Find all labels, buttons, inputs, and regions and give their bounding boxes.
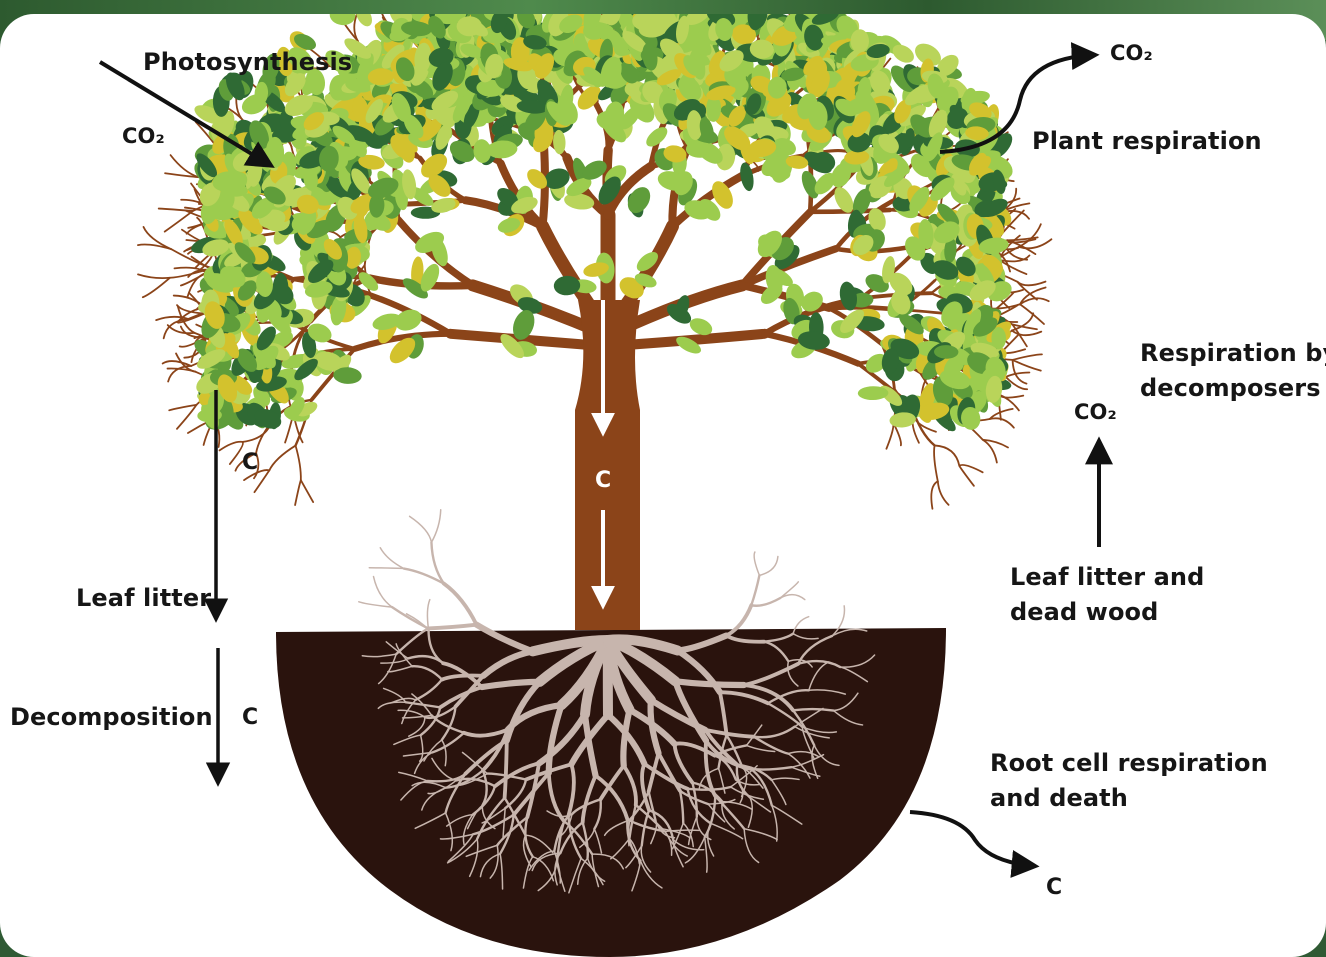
plant-respiration-label: Plant respiration <box>1032 123 1262 159</box>
branch <box>959 466 974 486</box>
leaf <box>851 29 869 53</box>
root <box>505 741 507 798</box>
root <box>369 568 404 569</box>
branch <box>220 442 243 451</box>
respiration-by-decomposers-line2: decomposers <box>1140 370 1321 406</box>
diagram-card: Photosynthesis CO₂ CO₂ Plant respiration… <box>0 14 1326 957</box>
leaf <box>858 386 889 400</box>
respiration-by-decomposers-line1: Respiration by <box>1140 335 1326 371</box>
root <box>754 552 759 575</box>
branch <box>931 481 937 508</box>
branch <box>886 423 893 449</box>
leaf <box>457 16 482 36</box>
branch <box>935 445 960 465</box>
root <box>410 516 432 542</box>
root <box>431 510 440 543</box>
branch <box>1013 354 1042 360</box>
co2-decomposers-label: CO₂ <box>1074 394 1117 430</box>
leaf-litter-dead-wood-line1: Leaf litter and <box>1010 559 1204 595</box>
photosynthesis-label: Photosynthesis <box>143 44 352 80</box>
co2-plant-respiration-label: CO₂ <box>1110 35 1153 71</box>
c-root-label: C <box>1046 870 1062 906</box>
branch <box>138 274 170 278</box>
branch <box>1017 282 1045 286</box>
branch <box>1019 224 1041 247</box>
branch <box>269 446 295 471</box>
branch <box>296 446 301 481</box>
root-cell-respiration-line2: and death <box>990 780 1128 816</box>
branch <box>159 209 193 211</box>
root <box>751 575 759 605</box>
leaf <box>738 161 756 192</box>
root <box>751 598 780 606</box>
branch <box>143 278 170 297</box>
leaf-litter-dead-wood-line2: dead wood <box>1010 594 1158 630</box>
root <box>428 625 476 629</box>
root <box>427 600 429 630</box>
root <box>444 584 477 625</box>
branch <box>295 480 301 505</box>
root <box>380 548 404 569</box>
branch <box>301 480 313 502</box>
branch <box>934 445 938 481</box>
branch <box>990 418 1014 427</box>
c-trunk-label: C <box>595 463 611 499</box>
branch <box>163 361 192 366</box>
branch <box>829 307 896 309</box>
branch <box>938 481 949 505</box>
leaf <box>392 306 425 334</box>
c-decomposition-label: C <box>242 700 258 736</box>
branch <box>1020 304 1044 324</box>
leaf-litter-label: Leaf litter <box>76 580 211 616</box>
root-respiration-arrow <box>910 812 1034 866</box>
c-canopy-label: C <box>242 445 258 481</box>
root <box>759 556 778 575</box>
co2-photosynthesis-label: CO₂ <box>122 118 165 154</box>
branch <box>1013 360 1041 371</box>
root-cell-respiration-line1: Root cell respiration <box>990 745 1268 781</box>
leaf <box>329 14 357 26</box>
root <box>374 577 393 608</box>
branch <box>983 440 997 463</box>
decomposition-label: Decomposition <box>10 699 213 735</box>
